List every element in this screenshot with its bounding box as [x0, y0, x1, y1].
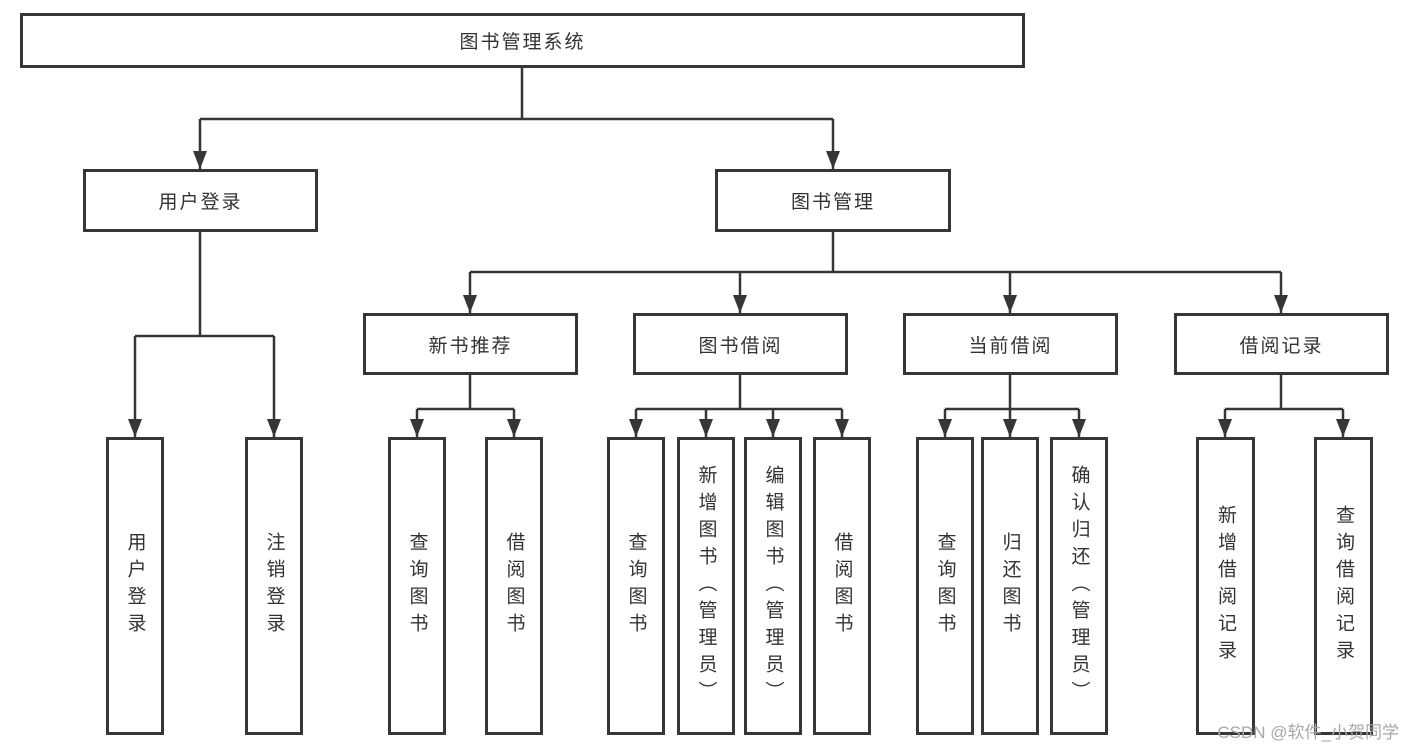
leaf-current-query-books: 查询图书: [916, 437, 974, 735]
node-borrow-records-label: 借阅记录: [1239, 335, 1324, 357]
leaf-borrow-query-books: 查询图书: [607, 437, 665, 735]
leaf-user-login-label: 用户登录: [124, 532, 146, 640]
node-user-login-label: 用户登录: [158, 192, 243, 213]
leaf-confirm-return-admin: 确认归还（管理员）: [1050, 437, 1108, 735]
leaf-logout: 注销登录: [245, 437, 303, 735]
node-new-book-recommend-label: 新书推荐: [428, 335, 513, 357]
node-book-borrow: 图书借阅: [633, 313, 848, 375]
node-current-borrow: 当前借阅: [903, 313, 1118, 375]
leaf-add-borrow-record: 新增借阅记录: [1196, 437, 1255, 735]
node-book-borrow-label: 图书借阅: [698, 335, 783, 357]
connector-login-to-leaves: [128, 232, 281, 437]
watermark-text: CSDN @软件_小贺同学: [1217, 723, 1399, 742]
leaf-add-books-admin-label: 新增图书（管理员）: [695, 464, 717, 708]
connector-borrow-to-leaves: [629, 375, 849, 437]
leaf-edit-books-admin-label: 编辑图书（管理员）: [762, 464, 784, 708]
leaf-add-books-admin: 新增图书（管理员）: [677, 437, 735, 735]
node-book-management: 图书管理: [715, 169, 951, 232]
leaf-recommend-borrow-books-label: 借阅图书: [503, 532, 525, 640]
node-user-login: 用户登录: [83, 169, 318, 232]
node-root: 图书管理系统: [20, 13, 1025, 68]
connector-root-to-level2: [193, 68, 840, 169]
leaf-logout-label: 注销登录: [263, 532, 285, 640]
connector-recommend-to-leaves: [410, 375, 521, 437]
leaf-borrow-books: 借阅图书: [813, 437, 871, 735]
leaf-current-query-books-label: 查询图书: [934, 532, 956, 640]
leaf-edit-books-admin: 编辑图书（管理员）: [744, 437, 802, 735]
node-current-borrow-label: 当前借阅: [968, 335, 1053, 357]
node-root-label: 图书管理系统: [459, 32, 586, 53]
leaf-query-borrow-record-label: 查询借阅记录: [1333, 505, 1354, 667]
leaf-return-books: 归还图书: [981, 437, 1039, 735]
node-new-book-recommend: 新书推荐: [363, 313, 578, 375]
leaf-confirm-return-admin-label: 确认归还（管理员）: [1068, 464, 1090, 708]
node-borrow-records: 借阅记录: [1174, 313, 1389, 375]
node-book-management-label: 图书管理: [790, 192, 875, 213]
leaf-recommend-query-books-label: 查询图书: [406, 532, 428, 640]
leaf-borrow-query-books-label: 查询图书: [625, 532, 647, 640]
leaf-borrow-books-label: 借阅图书: [831, 532, 853, 640]
leaf-recommend-borrow-books: 借阅图书: [485, 437, 543, 735]
leaf-query-borrow-record: 查询借阅记录: [1314, 437, 1373, 735]
leaf-recommend-query-books: 查询图书: [388, 437, 446, 735]
leaf-add-borrow-record-label: 新增借阅记录: [1215, 505, 1236, 667]
connector-records-to-leaves: [1218, 375, 1350, 437]
connector-current-to-leaves: [938, 375, 1086, 437]
leaf-return-books-label: 归还图书: [999, 532, 1021, 640]
leaf-user-login: 用户登录: [106, 437, 164, 735]
connector-management-to-level3: [463, 232, 1288, 313]
